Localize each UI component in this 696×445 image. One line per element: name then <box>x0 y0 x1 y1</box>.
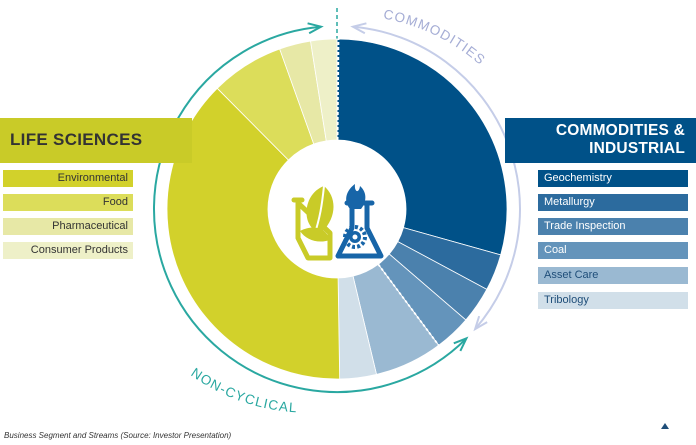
legend-item-pharmaceutical: Pharmaceutical <box>3 218 133 235</box>
life-sciences-header: LIFE SCIENCES <box>0 118 192 163</box>
donut-slices <box>166 38 508 380</box>
commodities-arrow-top <box>350 22 367 35</box>
flame-icon <box>346 184 366 209</box>
legend-item-trade-inspection: Trade Inspection <box>538 218 688 235</box>
non-cyclical-ring <box>153 25 468 393</box>
gear-icon <box>343 225 367 249</box>
commodities-industrial-header: COMMODITIES & INDUSTRIAL <box>505 118 696 163</box>
corner-triangle-icon <box>661 423 669 429</box>
commodities-arrow-bottom <box>473 315 488 332</box>
legend-item-consumer-products: Consumer Products <box>3 242 133 259</box>
life-sciences-title: LIFE SCIENCES <box>10 130 143 149</box>
non-cyclical-arrow-bottom <box>453 336 469 352</box>
legend-item-coal: Coal <box>538 242 688 259</box>
center-badge <box>268 140 406 278</box>
center-dashed-divider <box>336 38 340 141</box>
slice-geochemistry <box>336 38 508 256</box>
commodities-industrial-title: COMMODITIES & INDUSTRIAL <box>555 122 685 157</box>
slice-dividers <box>336 38 440 346</box>
cyclical-dashed-divider <box>377 263 440 346</box>
legend-item-food: Food <box>3 194 133 211</box>
legend-item-asset-care: Asset Care <box>538 267 688 284</box>
legend-item-geochemistry: Geochemistry <box>538 170 688 187</box>
legend-item-metallurgy: Metallurgy <box>538 194 688 211</box>
figure-caption: Business Segment and Streams (Source: In… <box>4 431 232 440</box>
leaf-icon <box>291 185 334 261</box>
legend-item-tribology: Tribology <box>538 292 688 309</box>
non-cyclical-arc-label: NON-CYCLICAL <box>188 365 298 415</box>
non-cyclical-arrow-top <box>307 22 324 35</box>
legend-item-environmental: Environmental <box>3 170 133 187</box>
